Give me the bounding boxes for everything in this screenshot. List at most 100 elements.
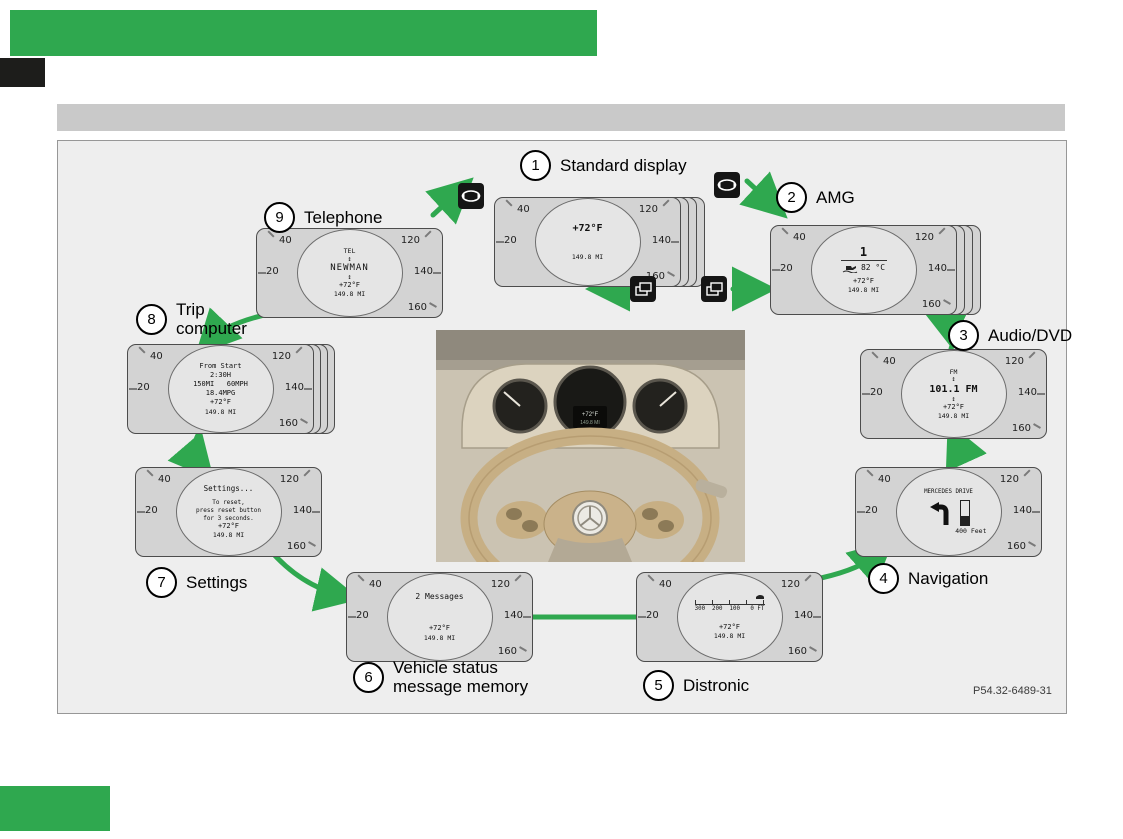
left-turn-arrow-icon (929, 502, 948, 526)
display-scale-numbers: 300 200 100 0 FT (694, 605, 765, 612)
gauge-number: 120 (400, 235, 420, 246)
gauge-number: 20 (862, 387, 883, 398)
footer-color-block (0, 786, 110, 831)
gauge-face: 40 20 120 140 160 1 82 °C +72°F 149.8 MI (770, 225, 957, 315)
gauge-number: 140 (284, 382, 313, 393)
gauge-number: 160 (921, 299, 941, 310)
lcd-display: TEL ↕ NEWMAN ↕ +72°F 149.8 MI (296, 229, 403, 317)
gauge-number: 20 (137, 505, 158, 516)
label-settings: 7 Settings (146, 567, 247, 598)
gauge-face: 40 20 120 140 160 TEL ↕ NEWMAN ↕ +72°F 1… (256, 228, 443, 318)
gauge-face: 40 20 120 140 160 300 200 100 0 FT +72°F… (636, 572, 823, 662)
gauge-number: 140 (413, 266, 442, 277)
display-temp: +72°F (572, 223, 603, 235)
label-text: Telephone (304, 207, 383, 227)
display-temp: +72°F (718, 622, 741, 631)
steering-wheel-photo: +72°F 149.8 MI (436, 330, 745, 609)
gauge-number: 40 (279, 235, 292, 246)
display-settings-title: Settings... (203, 484, 254, 494)
cluster-navigation: 40 20 120 140 160 MERCEDES DRIVE 400 Fee… (855, 467, 1042, 557)
item-number: 2 (776, 182, 807, 213)
label-text: Trip computer (176, 300, 247, 338)
display-line: press reset button (195, 506, 262, 514)
gauge-number: 20 (348, 610, 369, 621)
display-line: To reset, (212, 498, 245, 506)
up-down-arrow-icon: ↕ (951, 374, 956, 383)
display-line: 18.4MPG (205, 389, 236, 398)
label-line: message memory (393, 677, 529, 697)
gauge-number: 140 (793, 610, 822, 621)
label-standard-display: 1 Standard display (520, 150, 687, 181)
display-temp: +72°F (942, 402, 965, 411)
label-line: Vehicle status (393, 658, 498, 677)
oil-temp-row: 82 °C (842, 263, 885, 273)
gauge-number: 120 (490, 579, 510, 590)
gauge-face: 40 20 120 140 160 MERCEDES DRIVE 400 Fee… (855, 467, 1042, 557)
display-odometer: 149.8 MI (204, 407, 237, 416)
display-temp: +72°F (428, 624, 451, 633)
display-odometer: 149.8 MI (571, 253, 604, 262)
display-street: MERCEDES DRIVE (924, 488, 973, 495)
gauge-number: 40 (369, 579, 382, 590)
label-text: Settings (186, 572, 248, 592)
gauge-number: 120 (914, 232, 934, 243)
gauge-number: 40 (659, 579, 672, 590)
up-down-arrow-icon: ↕ (347, 273, 352, 282)
display-odometer: 149.8 MI (212, 531, 245, 540)
gauge-number: 20 (496, 235, 517, 246)
gauge-number: 40 (883, 356, 896, 367)
gauge-face: 40 20 120 140 160 FM ↕ 101.1 FM ↕ +72°F … (860, 349, 1047, 439)
gauge-face: 40 20 120 140 160 Settings... To reset, … (135, 467, 322, 557)
display-line: for 3 seconds. (203, 514, 254, 522)
cluster-standard-display: 40 20 120 140 160 +72°F 149.8 MI (494, 197, 705, 287)
label-telephone: 9 Telephone (264, 202, 382, 233)
item-number: 4 (868, 563, 899, 594)
gauge-number: 140 (927, 263, 956, 274)
cluster-display-temp: +72°F (582, 412, 599, 418)
figure-part-number: P54.32-6489-31 (973, 685, 1052, 697)
cluster-trip-computer: 40 20 120 140 160 From Start 2:30H 150MI… (127, 344, 335, 434)
display-pages-button-icon (701, 276, 727, 302)
distance-scale-top (695, 594, 765, 600)
label-text: Standard display (560, 155, 687, 175)
display-odometer: 149.8 MI (713, 631, 746, 640)
gauge-number: 120 (638, 204, 658, 215)
up-down-arrow-icon: ↕ (347, 254, 352, 263)
gauge-number: 160 (1011, 423, 1031, 434)
display-odometer: 149.8 MI (423, 633, 456, 642)
item-number: 7 (146, 567, 177, 598)
display-line: From Start (199, 362, 242, 371)
label-message-memory: 6 Vehicle status message memory (353, 658, 528, 696)
label-text: Distronic (683, 675, 750, 695)
label-trip-computer: 8 Trip computer (136, 300, 247, 338)
gauge-number: 140 (651, 235, 680, 246)
display-temp: +72°F (209, 398, 232, 407)
distance-bar-icon (959, 500, 970, 527)
lcd-display: 300 200 100 0 FT +72°F 149.8 MI (676, 573, 783, 661)
cluster-distronic: 40 20 120 140 160 300 200 100 0 FT +72°F… (636, 572, 823, 662)
gauge-number: 160 (278, 418, 298, 429)
cluster-telephone: 40 20 120 140 160 TEL ↕ NEWMAN ↕ +72°F 1… (256, 228, 443, 318)
oil-can-icon (842, 265, 858, 273)
display-station: 101.1 FM (929, 383, 978, 395)
gauge-number: 160 (645, 271, 665, 282)
display-distance: 400 Feet (955, 527, 987, 536)
gauge-number: 160 (1006, 541, 1026, 552)
display-tel-label: TEL (343, 247, 356, 256)
gauge-number: 160 (407, 302, 427, 313)
chapter-header-bar (10, 10, 597, 56)
display-temp: +72°F (338, 281, 361, 290)
gauge-number: 140 (503, 610, 532, 621)
gauge-number: 40 (793, 232, 806, 243)
item-number: 9 (264, 202, 295, 233)
lcd-display: 1 82 °C +72°F 149.8 MI (810, 226, 917, 314)
label-text: Vehicle status message memory (393, 658, 528, 696)
cluster-message-memory: 40 20 120 140 160 2 Messages +72°F 149.8… (346, 572, 533, 662)
lcd-display: Settings... To reset, press reset button… (175, 468, 282, 556)
steering-wheel-illustration: +72°F 149.8 MI (436, 330, 745, 609)
item-number: 8 (136, 303, 167, 335)
distance-scale (694, 599, 765, 605)
divider (840, 260, 887, 262)
gauge-face: 40 20 120 140 160 2 Messages +72°F 149.8… (346, 572, 533, 662)
